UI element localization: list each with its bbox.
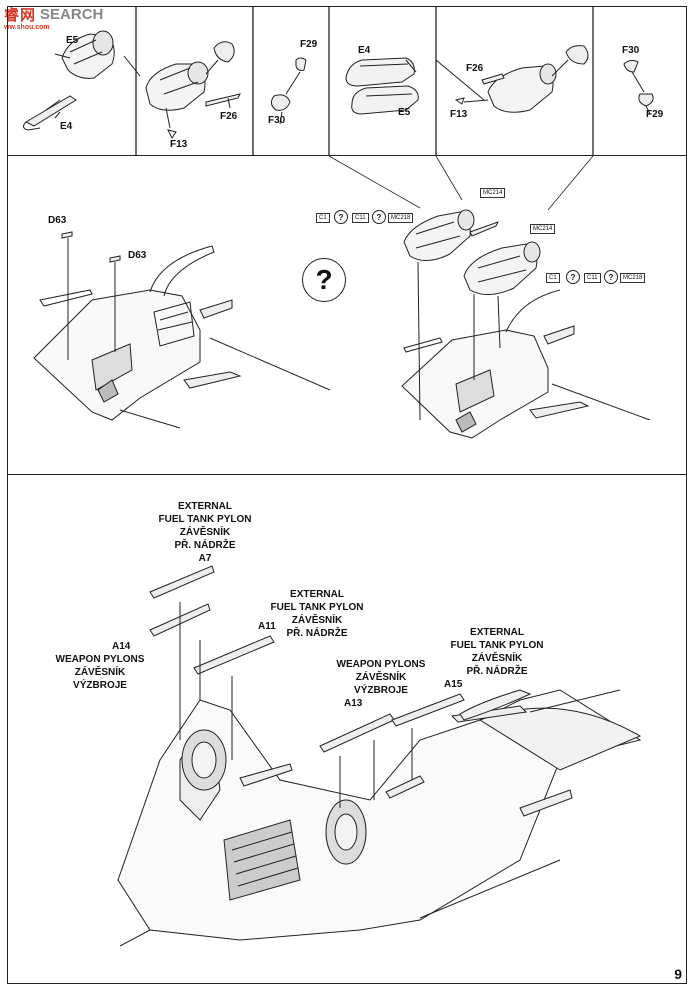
label-fuel-pylon-a7: EXTERNAL FUEL TANK PYLON ZÁVĚSNÍK PŘ. NÁ… [150, 500, 260, 565]
label-p3-f30: F30 [268, 115, 286, 126]
panel4-halves [346, 58, 418, 114]
group2-line-1: EXTERNAL [290, 589, 344, 600]
label-weapon-pylons-a14: A14 WEAPON PYLONS ZÁVĚSNÍK VÝZBROJE [40, 640, 160, 692]
help-icon-right-1: ? [566, 270, 580, 284]
label-d63-1: D63 [48, 215, 67, 226]
watermark-url: ww.shou.com [4, 24, 50, 31]
ref-box-c1-right: C1 [546, 273, 560, 283]
label-p6-f30: F30 [622, 45, 640, 56]
group2-line-2: FUEL TANK PYLON [270, 602, 364, 613]
watermark-logo: 睿网 SEARCH [4, 4, 103, 25]
group5-line-3: VÝZBROJE [354, 685, 408, 696]
label-fuel-pylon-2: EXTERNAL FUEL TANK PYLON ZÁVĚSNÍK PŘ. NÁ… [262, 588, 372, 640]
middle-left-fuselage [34, 232, 330, 428]
panel2-tank [124, 42, 240, 138]
group4-line-4: VÝZBROJE [73, 680, 127, 691]
group3-line-1: EXTERNAL [470, 627, 524, 638]
page-number: 9 [674, 966, 682, 982]
bottom-panel [7, 474, 687, 984]
top-panel-dividers [136, 6, 593, 156]
panel3-parts [271, 58, 306, 124]
panel6-parts [624, 60, 653, 114]
group3-line-2: FUEL TANK PYLON [450, 640, 544, 651]
group1-line-3: ZÁVĚSNÍK [179, 527, 231, 538]
group5-line-1: WEAPON PYLONS [336, 659, 426, 670]
label-fuel-pylon-3: EXTERNAL FUEL TANK PYLON ZÁVĚSNÍK PŘ. NÁ… [442, 626, 552, 678]
label-a11: A11 [258, 621, 276, 632]
label-p2-f13: F13 [170, 139, 188, 150]
group1-line-5: A7 [198, 553, 212, 564]
label-p1-e5: E5 [66, 35, 79, 46]
label-p4-e5: E5 [398, 107, 411, 118]
label-p6-f29: F29 [646, 109, 664, 120]
group2-line-3: ZÁVĚSNÍK [291, 615, 343, 626]
label-a15: A15 [444, 679, 463, 690]
label-p3-f29: F29 [300, 39, 318, 50]
ref-box-c1-left: C1 [316, 213, 330, 223]
watermark-logo-text: 睿网 [4, 6, 37, 24]
ref-box-mc214-b: MC214 [530, 224, 556, 234]
help-icon-left-2: ? [372, 210, 386, 224]
group2-line-4: PŘ. NÁDRŽE [286, 628, 348, 639]
panel1-tank [23, 31, 114, 130]
group3-line-4: PŘ. NÁDRŽE [466, 666, 528, 677]
ref-box-mc218-right: MC218 [620, 273, 646, 283]
label-p5-f26: F26 [466, 63, 484, 74]
label-weapon-pylons-a13: WEAPON PYLONS ZÁVĚSNÍK VÝZBROJE A13 [326, 658, 436, 710]
help-icon-left-1: ? [334, 210, 348, 224]
group3-line-3: ZÁVĚSNÍK [471, 653, 523, 664]
group1-line-4: PŘ. NÁDRŽE [174, 540, 236, 551]
question-mark-icon: ? [302, 258, 346, 302]
ref-box-mc214-a: MC214 [480, 188, 506, 198]
group4-line-1: A14 [112, 641, 131, 652]
bottom-aircraft [118, 690, 640, 946]
label-p2-f26: F26 [220, 111, 238, 122]
group4-line-3: ZÁVĚSNÍK [74, 667, 126, 678]
group5-line-2: ZÁVĚSNÍK [355, 672, 407, 683]
label-p4-e4: E4 [358, 45, 371, 56]
group5-line-4: A13 [344, 698, 363, 709]
ref-box-c11-left: C11 [352, 213, 369, 223]
label-p1-e4: E4 [60, 121, 73, 132]
callout-lines [329, 156, 593, 210]
middle-right-fuselage [402, 210, 650, 438]
group1-line-2: FUEL TANK PYLON [158, 514, 252, 525]
watermark-search-text: SEARCH [40, 6, 104, 23]
group1-line-1: EXTERNAL [178, 501, 232, 512]
panel5-tank [436, 46, 588, 113]
help-icon-right-2: ? [604, 270, 618, 284]
ref-box-c11-right: C11 [584, 273, 601, 283]
group4-line-2: WEAPON PYLONS [55, 654, 145, 665]
label-p5-f13: F13 [450, 109, 468, 120]
label-d63-2: D63 [128, 250, 147, 261]
bottom-pylons [150, 566, 530, 808]
ref-box-mc218-left: MC218 [388, 213, 414, 223]
